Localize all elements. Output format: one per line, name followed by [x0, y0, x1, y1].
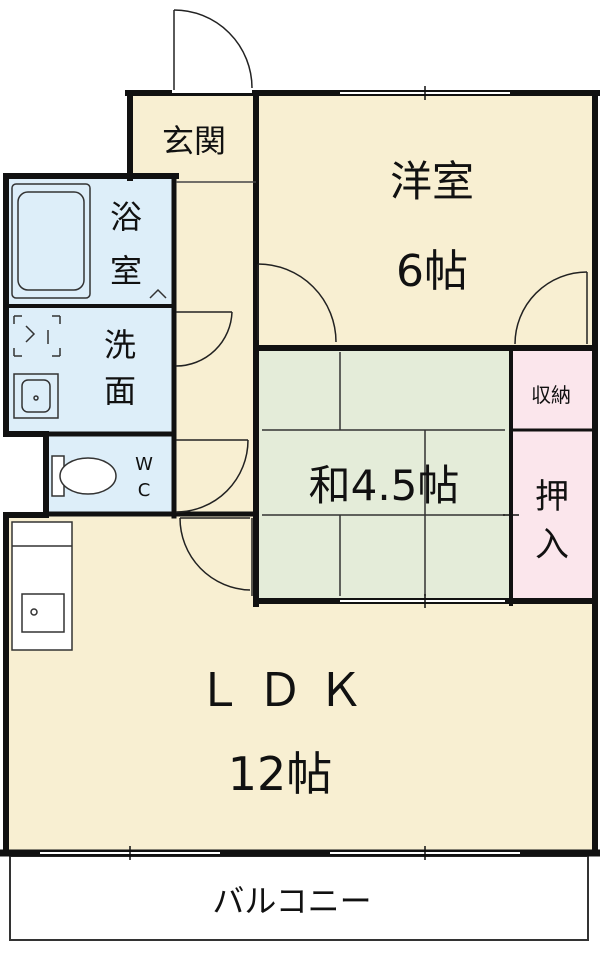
balcony-floor [9, 855, 589, 941]
bathroom-label-2: 室 [110, 252, 142, 290]
storage-label: 収納 [531, 383, 571, 407]
doors [172, 9, 588, 596]
washroom-floor [6, 306, 174, 434]
oshiire-label-1: 押 [535, 477, 569, 517]
storage-floor [511, 348, 592, 430]
western-room-floor [256, 96, 592, 348]
washroom-label-2: 面 [104, 372, 136, 410]
bath-drain-icon [149, 288, 167, 299]
window-marks [129, 86, 519, 860]
tatami-lines [262, 352, 505, 596]
western-room-size: 6帖 [396, 246, 468, 297]
japanese-room-label: 和4.5帖 [309, 461, 460, 510]
balcony-label: バルコニー [212, 882, 371, 920]
wc-label-2: C [138, 480, 151, 501]
bathtub-icon [11, 183, 91, 299]
genkan-label: 玄関 [162, 122, 226, 160]
western-room-name: 洋室 [390, 157, 474, 206]
kitchen-counter-icon [11, 521, 73, 651]
washbasin-icon [13, 373, 59, 419]
oshiire-label-2: 入 [535, 525, 569, 565]
washroom-label-1: 洗 [104, 326, 136, 364]
hall-floor [174, 178, 256, 518]
genkan-floor [132, 96, 256, 178]
washing-machine-icon [13, 315, 61, 357]
ldk-label: Ｌ Ｄ Ｋ [196, 663, 363, 717]
ldk-size: 12帖 [228, 747, 333, 801]
bathroom-label-1: 浴 [110, 198, 142, 236]
toilet-icon [51, 455, 117, 497]
oshiire-floor [511, 430, 592, 600]
wc-label-1: W [135, 454, 153, 475]
japanese-room-floor [256, 348, 511, 602]
